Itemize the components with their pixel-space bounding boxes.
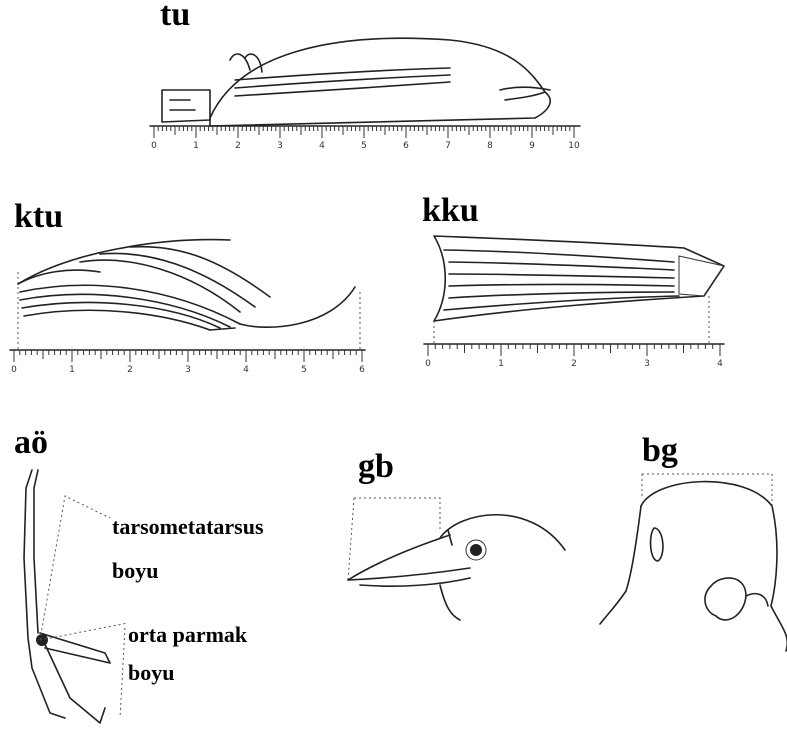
ruler-number: 0 xyxy=(425,359,431,369)
ruler-number: 4 xyxy=(717,359,723,369)
tarsometatarsus-label: tarsometatarsus xyxy=(112,514,264,540)
panel-label-tu: tu xyxy=(160,0,190,34)
panel-label-ao: aö xyxy=(14,424,48,462)
ruler-number: 6 xyxy=(359,365,365,375)
ruler-number: 1 xyxy=(69,365,75,375)
ruler-number: 2 xyxy=(571,359,577,369)
ruler-number: 5 xyxy=(301,365,307,375)
ruler-number: 0 xyxy=(151,141,157,151)
panel-label-gb: gb xyxy=(358,448,394,486)
ruler-number: 4 xyxy=(243,365,249,375)
ruler-number: 3 xyxy=(185,365,191,375)
ruler-number: 1 xyxy=(193,141,199,151)
bird-body-illustration: 0 1 2 3 4 5 6 7 8 9 10 xyxy=(150,30,590,160)
kku-ruler-ticks xyxy=(428,344,720,356)
beak-head-illustration xyxy=(340,490,590,630)
ruler-number: 3 xyxy=(277,141,283,151)
tu-ruler-ticks xyxy=(154,126,574,138)
ruler-number: 2 xyxy=(127,365,133,375)
ruler-number: 1 xyxy=(498,359,504,369)
ktu-ruler-numbers: 0 1 2 3 4 5 6 xyxy=(11,365,365,375)
kku-ruler-numbers: 0 1 2 3 4 xyxy=(425,359,723,369)
ruler-number: 2 xyxy=(235,141,241,151)
panel-label-bg: bg xyxy=(642,432,678,470)
orta-parmak-label: orta parmak xyxy=(128,622,247,648)
ruler-number: 5 xyxy=(361,141,367,151)
ruler-number: 3 xyxy=(644,359,650,369)
ruler-number: 8 xyxy=(487,141,493,151)
orta-parmak-boyu-label: boyu xyxy=(128,660,174,686)
ruler-number: 7 xyxy=(445,141,451,151)
panel-label-ktu: ktu xyxy=(14,198,63,236)
leg-illustration xyxy=(10,468,140,733)
tarsometatarsus-boyu-label: boyu xyxy=(112,558,158,584)
ruler-number: 0 xyxy=(11,365,17,375)
ktu-ruler-ticks xyxy=(14,350,362,362)
ruler-number: 4 xyxy=(319,141,325,151)
tail-illustration: 0 1 2 3 4 xyxy=(424,226,734,386)
head-width-illustration xyxy=(596,466,786,726)
panel-label-kku: kku xyxy=(422,192,479,230)
wing-illustration: 0 1 2 3 4 5 6 xyxy=(10,232,370,382)
ruler-number: 6 xyxy=(403,141,409,151)
ruler-number: 9 xyxy=(529,141,535,151)
ruler-number: 10 xyxy=(568,141,580,151)
tu-ruler-numbers: 0 1 2 3 4 5 6 7 8 9 10 xyxy=(151,141,580,151)
